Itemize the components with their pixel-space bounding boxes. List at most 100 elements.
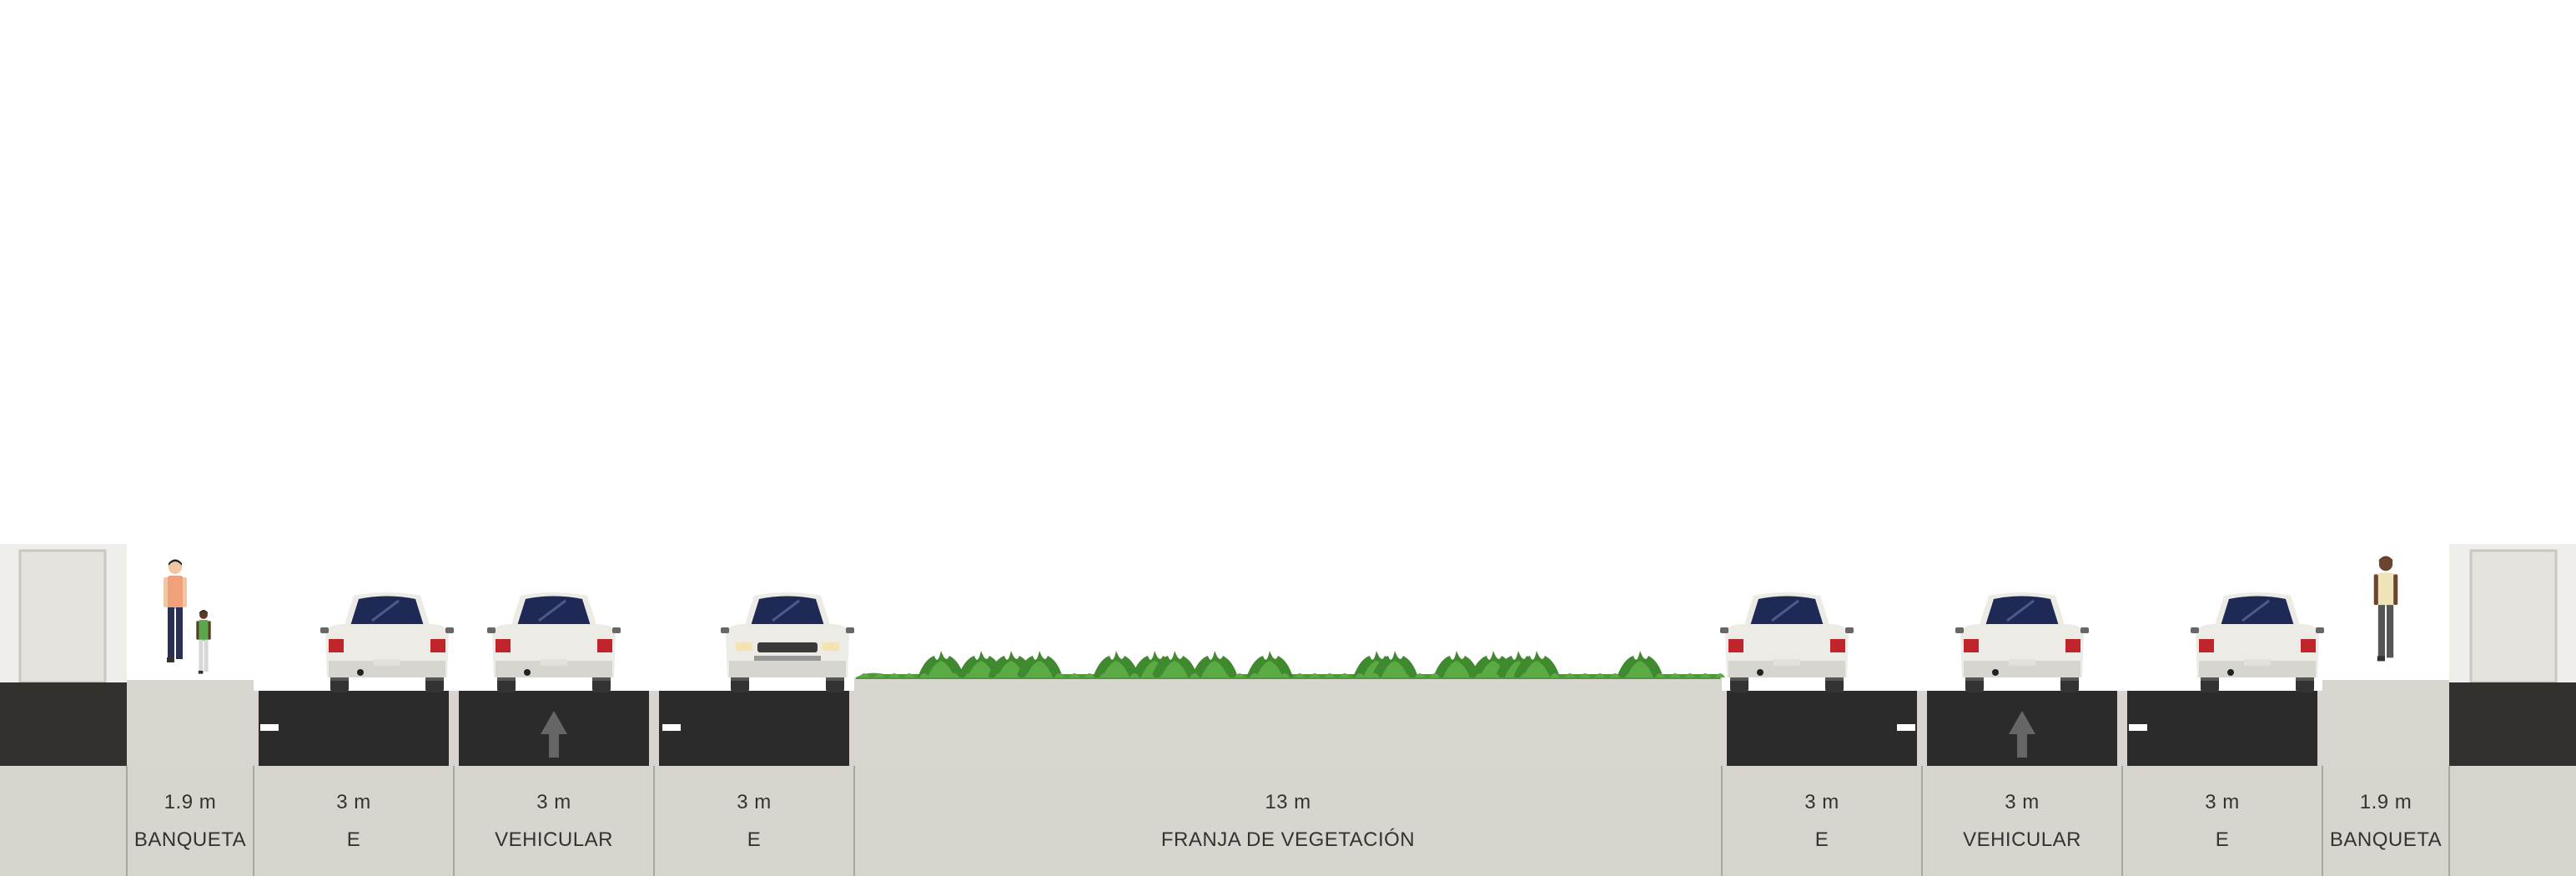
grass-tuft <box>1475 673 1485 677</box>
car-rear <box>320 592 454 692</box>
grass-tuft <box>1595 673 1605 677</box>
segment-width-parking-right-1: 3 m <box>1804 791 1839 813</box>
shrub <box>918 651 964 677</box>
grass-tuft <box>1445 673 1455 677</box>
asphalt <box>1727 691 1917 766</box>
grass-tuft <box>1295 673 1305 677</box>
building-door <box>2469 549 2558 684</box>
car-rear <box>487 592 621 692</box>
grass-tuft <box>874 673 884 677</box>
grass-tuft <box>1640 673 1650 677</box>
pedestrian <box>2373 556 2398 662</box>
grass-tuft <box>1610 673 1620 677</box>
lane-marking <box>662 724 681 731</box>
grass-tuft <box>919 673 929 677</box>
grass-tuft <box>1400 673 1410 677</box>
grass-tuft <box>1670 673 1680 677</box>
grass-tuft <box>1580 673 1590 677</box>
building-base <box>0 682 127 766</box>
car-rear <box>1720 592 1854 692</box>
grass-tuft <box>1039 673 1049 677</box>
grass-tuft <box>979 673 989 677</box>
grass-tuft <box>1099 673 1109 677</box>
grass-tuft <box>934 673 944 677</box>
grass-tuft <box>889 673 899 677</box>
grass-tuft <box>1250 673 1260 677</box>
label-band <box>0 766 2576 876</box>
shrub <box>1151 651 1198 677</box>
grass-tuft <box>1265 673 1275 677</box>
grass-tuft <box>1130 673 1140 677</box>
grass-tuft <box>1235 673 1245 677</box>
shrub <box>1093 651 1140 677</box>
grass-tuft <box>1009 673 1019 677</box>
grass-tuft <box>1190 673 1200 677</box>
grass-tuft <box>1550 673 1560 677</box>
asphalt <box>2127 691 2317 766</box>
grass-tuft <box>1535 673 1545 677</box>
grass-tuft <box>1205 673 1215 677</box>
segment-width-travel-lane-left: 3 m <box>536 791 571 813</box>
direction-arrow-up-icon <box>541 711 567 758</box>
lane-marking <box>1897 724 1915 731</box>
grass-tuft <box>1054 673 1064 677</box>
car-front <box>721 592 854 692</box>
building-door <box>18 549 107 684</box>
segment-width-median: 13 m <box>1265 791 1311 813</box>
direction-arrow-up-icon <box>2009 711 2035 758</box>
grass-tuft <box>1385 673 1395 677</box>
grass-tuft <box>1625 673 1635 677</box>
building-base <box>2449 682 2576 766</box>
grass-tuft <box>1565 673 1575 677</box>
grass-tuft <box>1069 673 1079 677</box>
pedestrian <box>164 559 187 662</box>
segment-name-parking-right-2: E <box>2215 828 2230 851</box>
segment-width-parking-left-2: 3 m <box>737 791 772 813</box>
lane-marking <box>260 724 279 731</box>
segment-width-sidewalk-right: 1.9 m <box>2359 791 2412 813</box>
segment-dividers <box>126 766 2450 876</box>
grass-tuft <box>1145 673 1155 677</box>
grass-tuft <box>1310 673 1320 677</box>
segment-name-median: FRANJA DE VEGETACIÓN <box>1160 828 1416 851</box>
grass-tuft <box>949 673 959 677</box>
segment-name-travel-lane-left: VEHICULAR <box>495 828 613 851</box>
grass-tuft <box>1520 673 1530 677</box>
asphalt <box>259 691 449 766</box>
segment-width-parking-right-2: 3 m <box>2205 791 2240 813</box>
car-rear <box>2191 592 2324 692</box>
grass-tuft <box>1505 673 1515 677</box>
grass-tuft <box>964 673 974 677</box>
sidewalk-surface <box>2322 680 2449 766</box>
segment-name-parking-right-1: E <box>1814 828 1829 851</box>
grass-tuft <box>859 673 869 677</box>
grass-tuft <box>1700 673 1710 677</box>
shrub <box>1513 651 1560 677</box>
grass-tuft <box>1715 673 1725 677</box>
sidewalk-surface <box>127 680 254 766</box>
grass-tuft <box>1490 673 1500 677</box>
pedestrian-child <box>196 610 211 674</box>
grass-tuft <box>1415 673 1425 677</box>
grass-tuft <box>1175 673 1185 677</box>
segment-width-parking-left-1: 3 m <box>336 791 371 813</box>
segment-name-parking-left-2: E <box>747 828 762 851</box>
segment-name-sidewalk-left: BANQUETA <box>133 828 247 851</box>
grass-tuft <box>1340 673 1350 677</box>
grass-tuft <box>1430 673 1440 677</box>
grass-tuft <box>1355 673 1365 677</box>
grass-tuft <box>1084 673 1094 677</box>
grass-tuft <box>1280 673 1290 677</box>
vegetation-strip <box>856 651 1725 679</box>
segment-name-travel-lane-right: VEHICULAR <box>1963 828 2081 851</box>
ground-layer <box>0 544 2576 876</box>
grass-tuft <box>1370 673 1380 677</box>
lane-marking <box>2129 724 2147 731</box>
grass-tuft <box>1024 673 1034 677</box>
segment-name-parking-left-1: E <box>346 828 361 851</box>
asphalt <box>659 691 849 766</box>
shrub <box>1016 651 1063 677</box>
grass-tuft <box>904 673 914 677</box>
segment-width-sidewalk-left: 1.9 m <box>164 791 217 813</box>
